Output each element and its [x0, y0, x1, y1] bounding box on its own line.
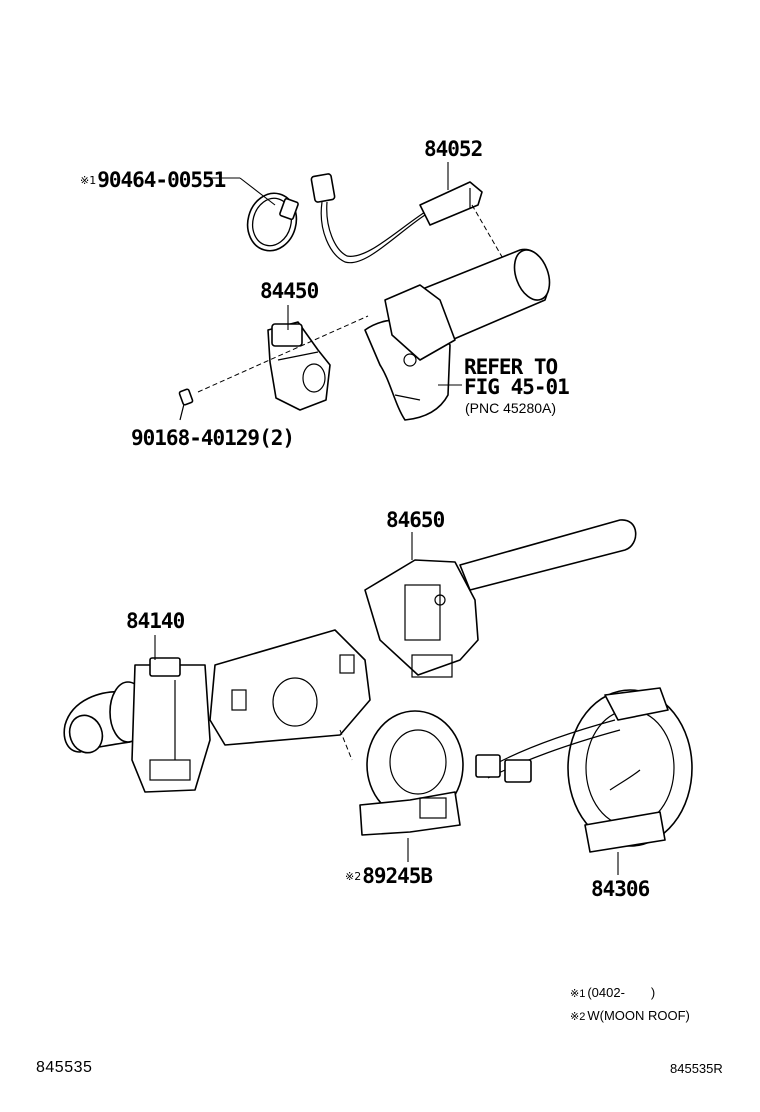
wire-harness-drawing [310, 173, 483, 264]
refer-line-3: (PNC 45280A) [465, 400, 557, 416]
part-number-84140: 84140 [126, 609, 185, 633]
spiral-cable-89245b-drawing [359, 710, 464, 836]
note-mark-1: ※1 [80, 174, 97, 187]
refer-line-1: REFER TO [464, 355, 558, 379]
note-1-mark: ※1 [570, 988, 586, 1000]
note-1: ※1(0402- ) [570, 986, 655, 1000]
part-number-90464-text: 90464-00551 [97, 168, 226, 192]
part-number-84306: 84306 [591, 877, 650, 901]
part-number-90168-40129: 90168-40129(2) [131, 426, 295, 450]
note-mark-2: ※2 [345, 870, 362, 883]
note-2-mark: ※2 [570, 1011, 586, 1023]
band-clamp-drawing [246, 192, 299, 252]
connector-plate-drawing [209, 629, 371, 746]
note-2-text: W(MOON ROOF) [587, 1008, 690, 1023]
part-number-84450: 84450 [260, 279, 319, 303]
part-number-89245b: ※289245B [345, 864, 433, 888]
part-number-90464-00551: ※190464-00551 [80, 168, 226, 192]
note-1-text: (0402- ) [587, 985, 656, 1000]
part-number-84650: 84650 [386, 508, 445, 532]
part-number-89245b-text: 89245B [362, 864, 433, 888]
turn-signal-switch-drawing [63, 657, 211, 793]
spiral-cable-84306-drawing [475, 687, 693, 853]
wiper-switch-drawing [364, 519, 637, 678]
refer-line-2: FIG 45-01 [464, 375, 570, 399]
ignition-switch-drawing [267, 321, 331, 411]
part-number-84052: 84052 [424, 137, 483, 161]
screw-drawing [178, 388, 194, 421]
figure-code-right: 845535R [670, 1061, 723, 1076]
figure-code-left: 845535 [36, 1059, 93, 1076]
steering-column-drawing [364, 248, 551, 421]
